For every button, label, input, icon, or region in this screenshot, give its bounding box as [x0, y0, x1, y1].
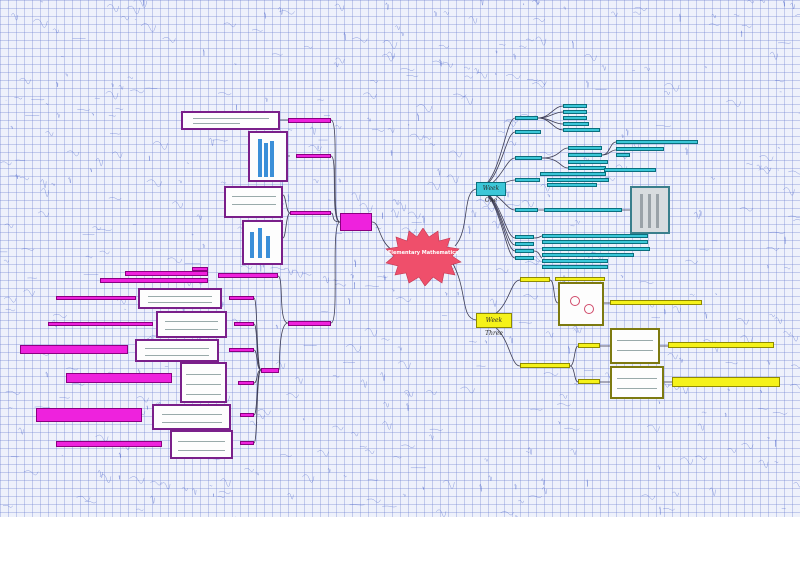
- yellow-subtopic[interactable]: [520, 277, 550, 282]
- pink-leaf[interactable]: [36, 408, 142, 422]
- cyan-subtopic[interactable]: [515, 130, 541, 134]
- cyan-leaf[interactable]: [542, 247, 650, 251]
- cyan-leaf[interactable]: [563, 104, 587, 108]
- cyan-subtopic[interactable]: [515, 156, 542, 160]
- cyan-leaf[interactable]: [542, 265, 608, 269]
- week-one-topic[interactable]: Week One: [476, 182, 506, 204]
- pink-leaf[interactable]: [240, 441, 254, 445]
- yellow-image-attachment[interactable]: [558, 282, 604, 326]
- yellow-image-attachment[interactable]: [610, 328, 660, 364]
- pink-leaf[interactable]: [240, 413, 254, 417]
- cyan-subtopic[interactable]: [515, 178, 540, 182]
- pink-leaf[interactable]: [238, 381, 254, 385]
- pink-subtopic[interactable]: [290, 211, 331, 215]
- pink-leaf[interactable]: [56, 441, 162, 447]
- cyan-subtopic[interactable]: [515, 242, 534, 246]
- cyan-subtopic[interactable]: [515, 235, 534, 239]
- cyan-leaf[interactable]: [616, 153, 630, 157]
- pink-leaf[interactable]: [229, 348, 254, 352]
- pink-leaf[interactable]: [66, 373, 172, 383]
- cyan-leaf[interactable]: [604, 168, 656, 172]
- pink-image-attachment[interactable]: [180, 362, 227, 403]
- cyan-leaf[interactable]: [563, 122, 589, 126]
- cyan-leaf[interactable]: [542, 253, 634, 257]
- yellow-leaf[interactable]: [672, 377, 780, 387]
- cyan-leaf[interactable]: [563, 116, 587, 120]
- pink-subtopic[interactable]: [218, 273, 278, 278]
- cyan-leaf[interactable]: [568, 153, 602, 157]
- pink-leaf[interactable]: [234, 322, 254, 326]
- pink-leaf[interactable]: [192, 267, 208, 271]
- cyan-leaf[interactable]: [616, 140, 698, 144]
- cyan-leaf[interactable]: [563, 110, 587, 114]
- pink-leaf[interactable]: [229, 296, 254, 300]
- yellow-subtopic[interactable]: [520, 363, 570, 368]
- mind-map-canvas[interactable]: Elementary Mathematics Week One Week Thr…: [0, 0, 800, 517]
- pink-image-attachment[interactable]: [156, 311, 227, 338]
- cyan-leaf[interactable]: [544, 208, 622, 212]
- central-topic-label: Elementary Mathematics: [387, 250, 459, 256]
- yellow-subtopic[interactable]: [578, 343, 600, 348]
- blank-footer: [0, 517, 800, 564]
- pink-image-attachment[interactable]: [224, 186, 283, 218]
- pink-leaf[interactable]: [56, 296, 136, 300]
- pink-image-attachment[interactable]: [138, 288, 222, 309]
- yellow-leaf[interactable]: [610, 300, 702, 305]
- cyan-subtopic[interactable]: [515, 208, 538, 212]
- central-star-shape: [385, 228, 462, 286]
- cyan-subtopic[interactable]: [515, 256, 534, 260]
- pink-image-attachment[interactable]: [181, 111, 280, 130]
- pink-image-attachment[interactable]: [248, 131, 288, 182]
- pink-image-attachment[interactable]: [242, 220, 283, 265]
- pink-leaf[interactable]: [48, 322, 153, 326]
- cyan-subtopic[interactable]: [515, 249, 534, 253]
- pink-image-attachment[interactable]: [135, 339, 219, 362]
- cyan-leaf[interactable]: [616, 147, 664, 151]
- pink-image-attachment[interactable]: [170, 430, 233, 459]
- pink-leaf[interactable]: [100, 278, 208, 283]
- yellow-subtopic[interactable]: [578, 379, 600, 384]
- cyan-leaf[interactable]: [542, 234, 648, 238]
- cyan-image-attachment[interactable]: [630, 186, 670, 234]
- cyan-leaf[interactable]: [563, 128, 600, 132]
- cyan-subtopic[interactable]: [515, 116, 538, 120]
- pink-main-topic[interactable]: [340, 213, 372, 231]
- cyan-leaf[interactable]: [568, 160, 608, 164]
- cyan-leaf[interactable]: [568, 146, 602, 150]
- week-one-topic-label: Week One: [482, 185, 500, 204]
- cyan-leaf[interactable]: [542, 240, 648, 244]
- yellow-leaf[interactable]: [555, 277, 605, 281]
- cyan-leaf[interactable]: [540, 172, 606, 176]
- cyan-leaf[interactable]: [568, 166, 606, 170]
- pink-subtopic[interactable]: [288, 118, 331, 123]
- central-topic[interactable]: Elementary Mathematics: [384, 228, 462, 286]
- pink-leaf[interactable]: [125, 271, 208, 276]
- yellow-leaf[interactable]: [668, 342, 774, 348]
- pink-subtopic[interactable]: [296, 154, 331, 158]
- yellow-image-attachment[interactable]: [610, 366, 664, 399]
- cyan-leaf[interactable]: [542, 259, 608, 263]
- week-three-topic-label: Week Three: [485, 317, 503, 337]
- week-three-topic[interactable]: Week Three: [476, 313, 512, 337]
- pink-subtopic[interactable]: [288, 321, 331, 326]
- pink-image-attachment[interactable]: [152, 404, 231, 430]
- pink-leaf[interactable]: [20, 345, 128, 354]
- cyan-leaf[interactable]: [547, 178, 609, 182]
- cyan-leaf[interactable]: [547, 183, 597, 187]
- pink-subtopic[interactable]: [261, 368, 279, 373]
